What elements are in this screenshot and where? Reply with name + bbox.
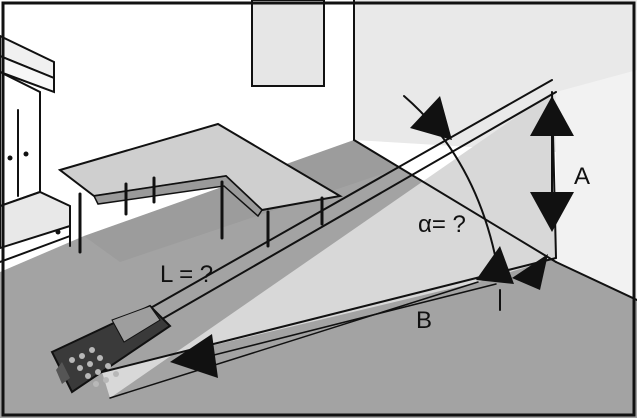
angle-label: α= ? [418, 211, 466, 238]
angle-alpha-arc [403, 95, 548, 311]
measurement-plane [102, 92, 556, 398]
desk [57, 122, 343, 254]
triangle-base-line [109, 281, 479, 399]
dimension-a-arrow [530, 96, 574, 232]
side-b-label: B [416, 307, 432, 334]
left-cabinet [0, 34, 71, 263]
right-wall-lower [556, 70, 637, 300]
corner-floor-line [353, 139, 557, 263]
laser-beam-lower [149, 91, 557, 327]
laser-distance-meter [50, 304, 172, 394]
laser-beam-upper [139, 79, 553, 315]
wall-picture [251, 0, 325, 87]
length-label: L = ? [160, 261, 213, 288]
side-a-label: A [574, 163, 590, 190]
right-floor-line [555, 261, 637, 301]
dimension-b-arrow [170, 283, 497, 378]
